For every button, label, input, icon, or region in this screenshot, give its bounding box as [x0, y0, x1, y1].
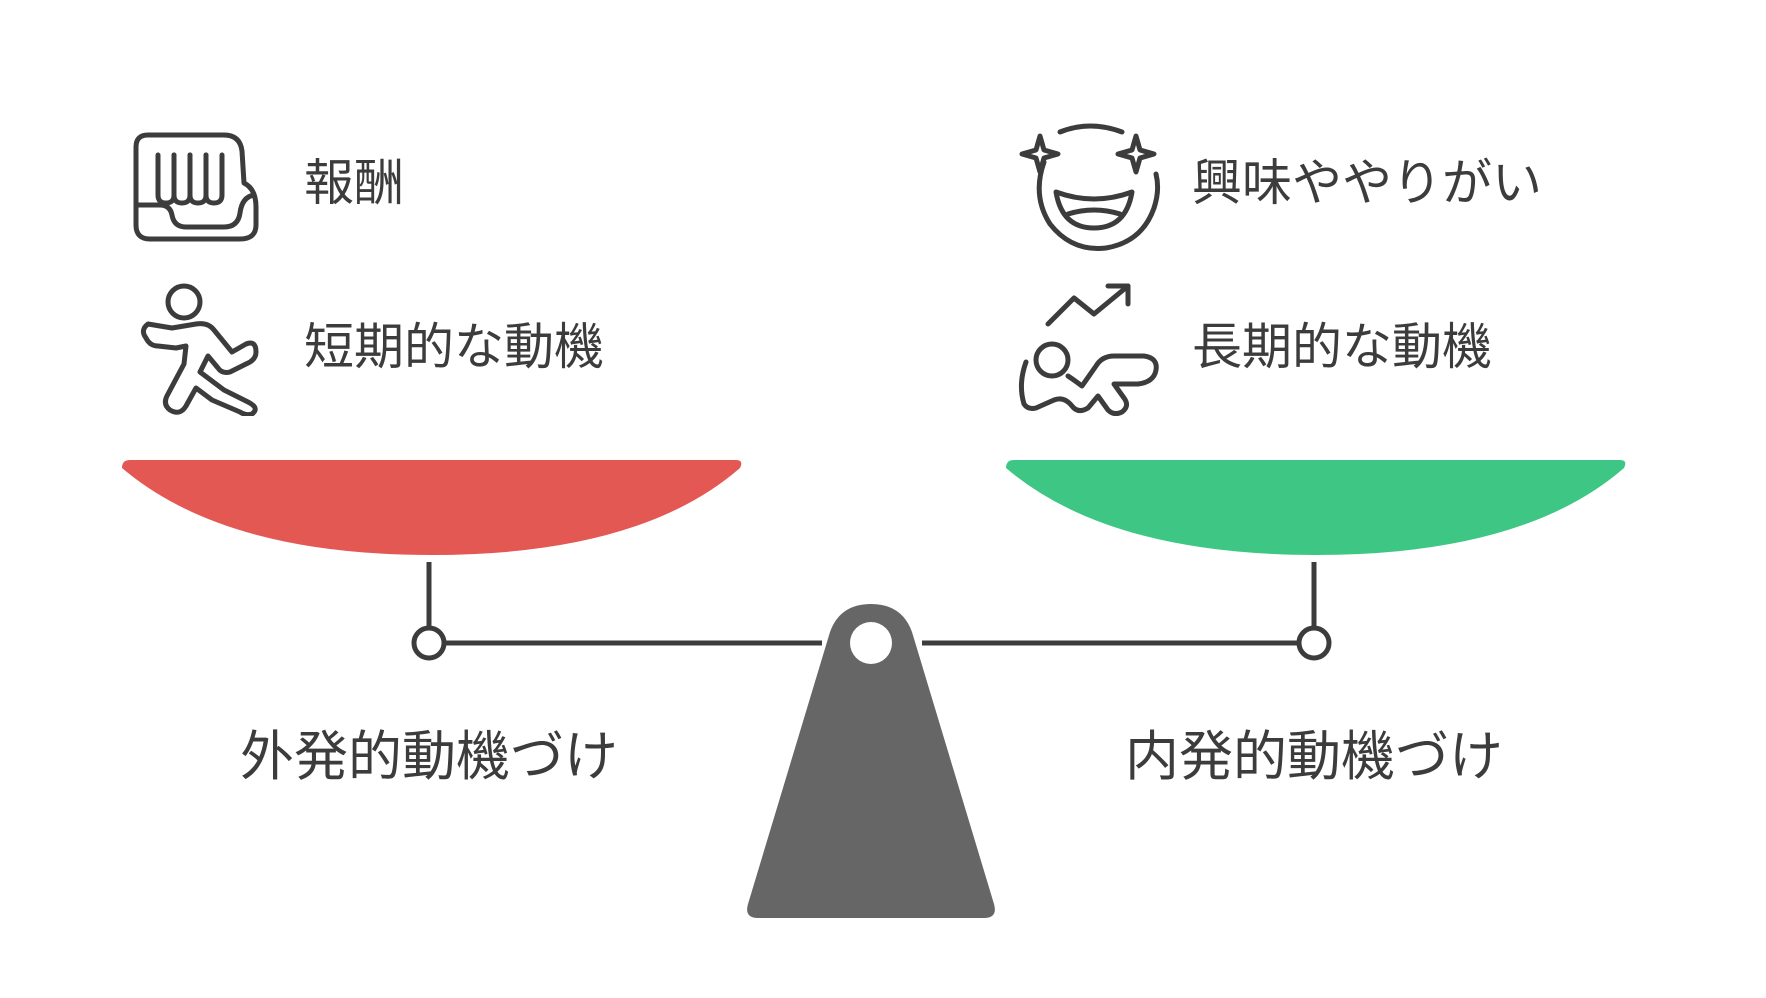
item-label-short-term: 短期的な動機 — [304, 318, 604, 376]
fulcrum-pivot-hole — [850, 622, 892, 664]
starry-eyed-face-icon — [1014, 116, 1166, 254]
right-pan — [1006, 460, 1626, 555]
left-ring — [411, 625, 447, 661]
caption-extrinsic: 外発的動機づけ — [240, 725, 618, 788]
item-label-long-term: 長期的な動機 — [1192, 318, 1492, 376]
right-ring — [1296, 625, 1332, 661]
left-pan — [122, 460, 742, 555]
caption-intrinsic: 内発的動機づけ — [1125, 725, 1503, 788]
running-person-icon — [136, 280, 266, 416]
item-label-reward: 報酬 — [304, 154, 404, 212]
fist-icon — [130, 125, 260, 243]
fulcrum — [747, 604, 995, 918]
growth-trend-person-icon — [1014, 280, 1164, 416]
item-label-interest: 興味ややりがい — [1192, 154, 1542, 212]
